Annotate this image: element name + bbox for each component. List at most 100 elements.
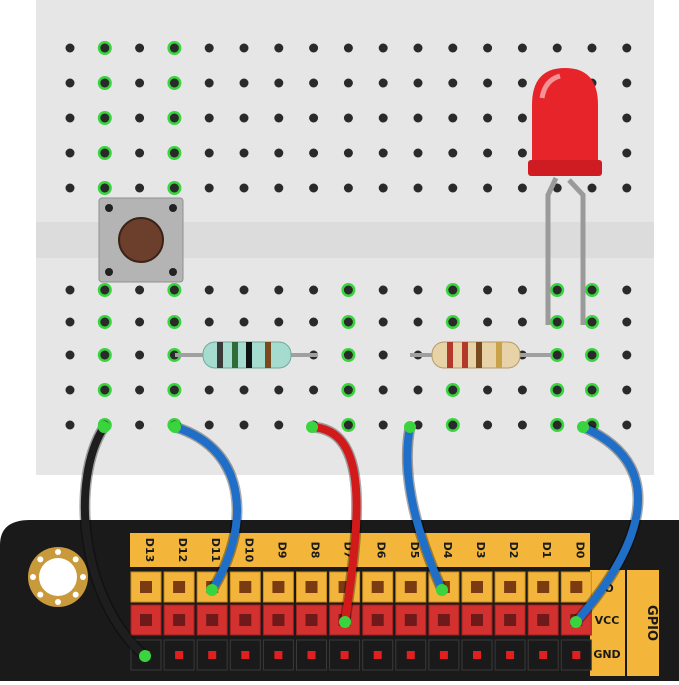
io-pin-socket <box>570 581 583 593</box>
gnd-pin-dot <box>307 651 316 659</box>
breadboard-hole <box>135 113 145 123</box>
breadboard-hole <box>239 113 249 123</box>
breadboard-hole <box>622 350 632 360</box>
breadboard-hole <box>587 183 597 193</box>
breadboard-hole <box>343 183 353 193</box>
breadboard-hole <box>100 385 110 395</box>
io-pin-socket <box>537 581 550 593</box>
d12-wire-end <box>206 584 218 596</box>
breadboard-hole <box>135 43 145 53</box>
breadboard-hole <box>309 113 319 123</box>
breadboard-hole <box>135 285 145 295</box>
breadboard-hole <box>378 43 388 53</box>
breadboard-hole <box>135 350 145 360</box>
breadboard-hole <box>483 285 493 295</box>
mounting-dot <box>37 591 44 598</box>
breadboard-hole <box>378 285 388 295</box>
breadboard-hole <box>413 285 423 295</box>
breadboard-hole <box>552 317 562 327</box>
resistor-2-band <box>476 342 482 368</box>
breadboard-hole <box>483 183 493 193</box>
gnd-wire-start <box>98 421 110 433</box>
io-pin-socket <box>173 581 186 593</box>
breadboard-hole <box>343 113 353 123</box>
resistor-2 <box>410 341 552 369</box>
row-label-vcc: VCC <box>595 614 620 627</box>
led-body <box>532 68 598 172</box>
breadboard-hole <box>239 148 249 158</box>
breadboard-hole <box>135 385 145 395</box>
io-pin-socket <box>471 581 483 593</box>
breadboard-hole <box>552 420 562 430</box>
mounting-hole-inner <box>39 558 77 596</box>
breadboard-hole <box>378 385 388 395</box>
resistor-1-band <box>232 342 238 368</box>
breadboard-hole <box>378 78 388 88</box>
mounting-dot <box>72 556 79 563</box>
vcc-pin-socket <box>471 614 483 626</box>
d0-wire-end <box>570 616 582 628</box>
vcc-pin-socket <box>239 614 252 626</box>
breadboard-hole <box>204 113 214 123</box>
breadboard-hole <box>274 317 284 327</box>
io-pin-socket <box>305 581 318 593</box>
breadboard-hole <box>343 43 353 53</box>
gnd-pin-dot <box>373 651 382 659</box>
breadboard-hole <box>622 385 632 395</box>
led <box>528 68 602 325</box>
gnd-pin-dot <box>241 651 250 659</box>
pin-label: D1 <box>540 542 553 559</box>
breadboard-hole <box>169 183 179 193</box>
breadboard-hole <box>622 285 632 295</box>
breadboard-hole <box>169 43 179 53</box>
resistor-1-band <box>246 342 252 368</box>
breadboard-hole <box>448 317 458 327</box>
breadboard-hole <box>65 350 75 360</box>
row-label-gnd: GND <box>593 648 620 661</box>
breadboard-hole <box>65 113 75 123</box>
breadboard-hole <box>517 43 527 53</box>
pin-label: D4 <box>441 542 454 559</box>
breadboard-hole <box>169 285 179 295</box>
gnd-wire <box>80 423 149 660</box>
breadboard-hole <box>239 317 249 327</box>
vcc-pin-socket <box>404 614 417 626</box>
d4-wire-start <box>404 421 416 433</box>
vcc-pin-socket <box>206 614 219 626</box>
io-pin-socket <box>140 581 152 593</box>
resistor-1-band <box>265 342 271 368</box>
breadboard-hole <box>169 78 179 88</box>
breadboard-hole <box>100 317 110 327</box>
gnd-pin-dot <box>274 651 283 659</box>
pin-label: D6 <box>375 542 388 559</box>
breadboard-hole <box>204 285 214 295</box>
breadboard-hole <box>274 285 284 295</box>
mounting-dot <box>30 574 36 580</box>
resistor-2-band <box>496 342 502 368</box>
resistor-2-band <box>462 342 468 368</box>
breadboard-hole <box>239 43 249 53</box>
vcc-pin-socket <box>437 614 450 626</box>
vcc-pin <box>395 604 427 636</box>
breadboard-hole <box>343 148 353 158</box>
breadboard-hole <box>413 183 423 193</box>
breadboard-hole <box>309 78 319 88</box>
breadboard-hole <box>274 43 284 53</box>
breadboard-hole <box>204 317 214 327</box>
pin-label: D9 <box>275 542 288 559</box>
gnd-pin <box>461 639 493 671</box>
breadboard-hole <box>413 385 423 395</box>
breadboard-hole <box>169 317 179 327</box>
breadboard-hole <box>483 420 493 430</box>
breadboard-hole <box>204 385 214 395</box>
button-corner-dot <box>105 204 113 212</box>
breadboard-hole <box>343 385 353 395</box>
breadboard-hole <box>483 43 493 53</box>
breadboard-hole <box>448 285 458 295</box>
breadboard-hole <box>622 113 632 123</box>
breadboard-hole <box>309 385 319 395</box>
breadboard-hole <box>274 113 284 123</box>
pin-label: D8 <box>309 542 322 559</box>
mounting-hole-dots <box>30 549 86 605</box>
